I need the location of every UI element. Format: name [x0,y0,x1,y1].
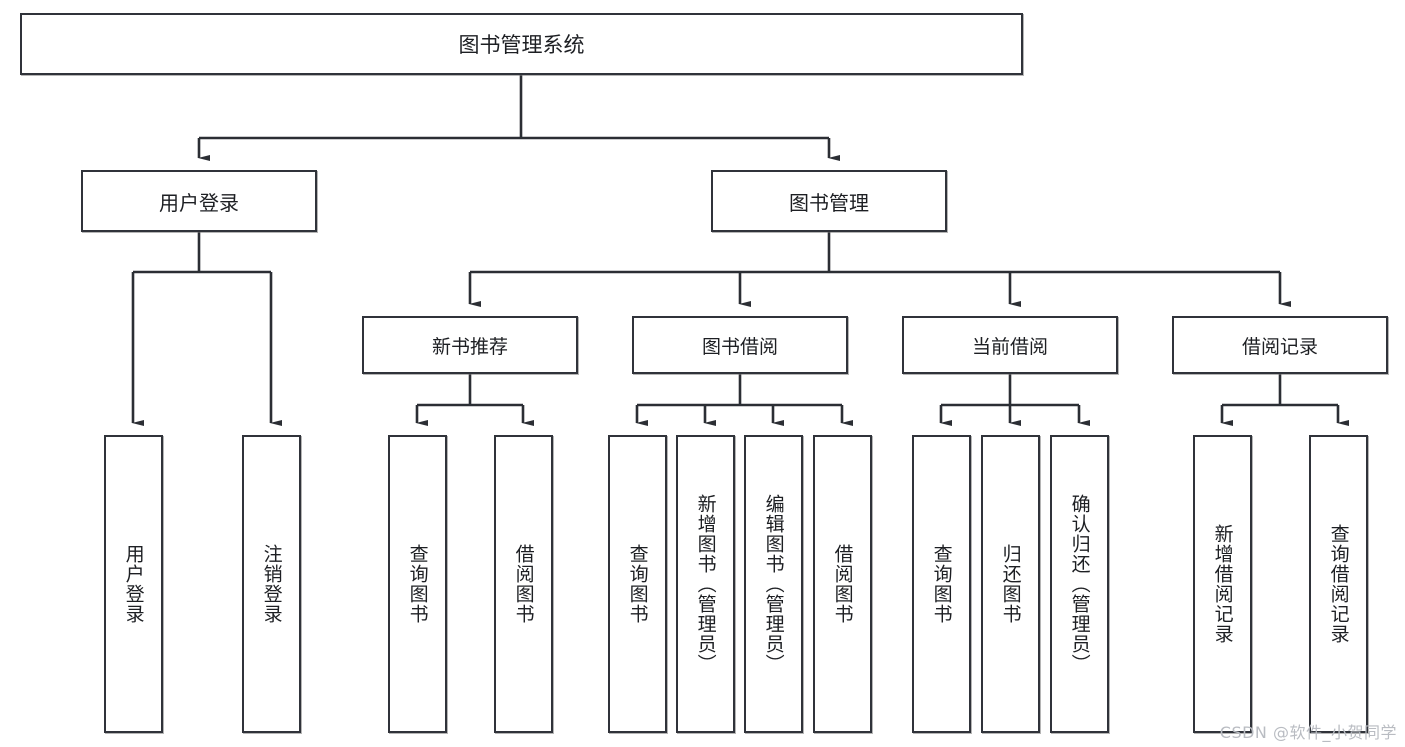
leaf-logout-login-label: 注销登录 [260,544,283,624]
node-new-book-recommend[interactable]: 新书推荐 [362,316,578,374]
leaf-borrow-book-2[interactable]: 借阅图书 [813,435,872,733]
node-book-manage[interactable]: 图书管理 [711,170,947,232]
node-new-book-recommend-label: 新书推荐 [431,335,508,358]
leaf-borrow-book-2-label: 借阅图书 [831,544,854,624]
csdn-watermark: CSDN @软件_小贺同学 [1219,723,1397,742]
leaf-query-book-3[interactable]: 查询图书 [912,435,971,733]
leaf-add-record[interactable]: 新增借阅记录 [1193,435,1252,733]
leaf-confirm-return-label: 确认归还（管理员） [1068,494,1091,674]
leaf-query-book-3-label: 查询图书 [930,544,953,624]
leaf-add-book[interactable]: 新增图书（管理员） [676,435,735,733]
leaf-logout-login[interactable]: 注销登录 [242,435,301,733]
node-book-manage-label: 图书管理 [789,190,869,215]
node-user-login-label: 用户登录 [159,190,239,215]
leaf-query-book-2-label: 查询图书 [626,544,649,624]
leaf-user-login[interactable]: 用户登录 [104,435,163,733]
node-current-borrow-label: 当前借阅 [971,335,1048,358]
leaf-borrow-book-1-label: 借阅图书 [512,544,535,624]
node-book-borrow-label: 图书借阅 [701,335,778,358]
leaf-borrow-book-1[interactable]: 借阅图书 [494,435,553,733]
leaf-query-book-2[interactable]: 查询图书 [608,435,667,733]
leaf-user-login-label: 用户登录 [122,544,145,624]
leaf-confirm-return[interactable]: 确认归还（管理员） [1050,435,1109,733]
node-current-borrow[interactable]: 当前借阅 [902,316,1118,374]
leaf-query-record-label: 查询借阅记录 [1327,524,1350,644]
leaf-query-book-1[interactable]: 查询图书 [388,435,447,733]
node-borrow-record[interactable]: 借阅记录 [1172,316,1388,374]
leaf-edit-book[interactable]: 编辑图书（管理员） [744,435,803,733]
leaf-add-book-label: 新增图书（管理员） [694,494,717,674]
node-root-label: 图书管理系统 [458,33,585,57]
node-borrow-record-label: 借阅记录 [1241,335,1318,358]
leaf-edit-book-label: 编辑图书（管理员） [762,494,785,674]
node-user-login[interactable]: 用户登录 [81,170,317,232]
leaf-query-book-1-label: 查询图书 [406,544,429,624]
leaf-return-book[interactable]: 归还图书 [981,435,1040,733]
node-root[interactable]: 图书管理系统 [20,13,1023,75]
node-book-borrow[interactable]: 图书借阅 [632,316,848,374]
leaf-add-record-label: 新增借阅记录 [1211,524,1234,644]
leaf-query-record[interactable]: 查询借阅记录 [1309,435,1368,733]
leaf-return-book-label: 归还图书 [999,544,1022,624]
